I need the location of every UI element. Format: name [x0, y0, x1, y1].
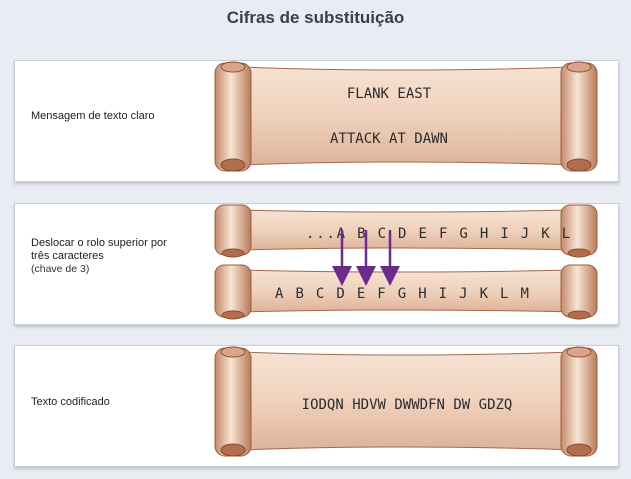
plaintext-label: Mensagem de texto claro: [31, 110, 155, 122]
top-right-roll-icon: [560, 204, 598, 258]
plaintext-scroll: FLANK EAST ATTACK AT DAWN: [214, 61, 598, 172]
right-roll-icon: [560, 61, 598, 172]
plaintext-line1: FLANK EAST: [347, 86, 432, 102]
shifted-alphabet: ...A B C D E F G H I J K L: [306, 226, 572, 242]
shift-key-note: (chave de 3): [31, 263, 90, 275]
shift-scrolls: ...A B C D E F G H I J K L A B C D E F G…: [214, 204, 598, 320]
ciphertext-label: Texto codificado: [31, 396, 110, 408]
top-left-roll-icon: [214, 204, 252, 258]
left-roll-icon: [214, 346, 252, 457]
plaintext-line2: ATTACK AT DAWN: [330, 131, 448, 147]
shift-label: Deslocar o rolo superior por três caract…: [31, 237, 167, 276]
shift-label-line1: Deslocar o rolo superior por: [31, 237, 167, 249]
right-roll-icon: [560, 346, 598, 457]
left-roll-icon: [214, 61, 252, 172]
shift-label-line2: três caracteres: [31, 250, 104, 262]
plaintext-panel: Mensagem de texto claro FLA: [14, 60, 619, 182]
shift-panel: Deslocar o rolo superior por três caract…: [14, 203, 619, 325]
bottom-right-roll-icon: [560, 264, 598, 320]
ciphertext-text: IODQN HDVW DWWDFN DW GDZQ: [302, 397, 513, 413]
bottom-left-roll-icon: [214, 264, 252, 320]
base-alphabet: A B C D E F G H I J K L M: [275, 286, 531, 302]
page-title: Cifras de substituição: [226, 8, 405, 27]
ciphertext-scroll: IODQN HDVW DWWDFN DW GDZQ: [214, 346, 598, 457]
ciphertext-panel: Texto codificado IODQN HDVW DWWDFN DW GD…: [14, 345, 619, 467]
